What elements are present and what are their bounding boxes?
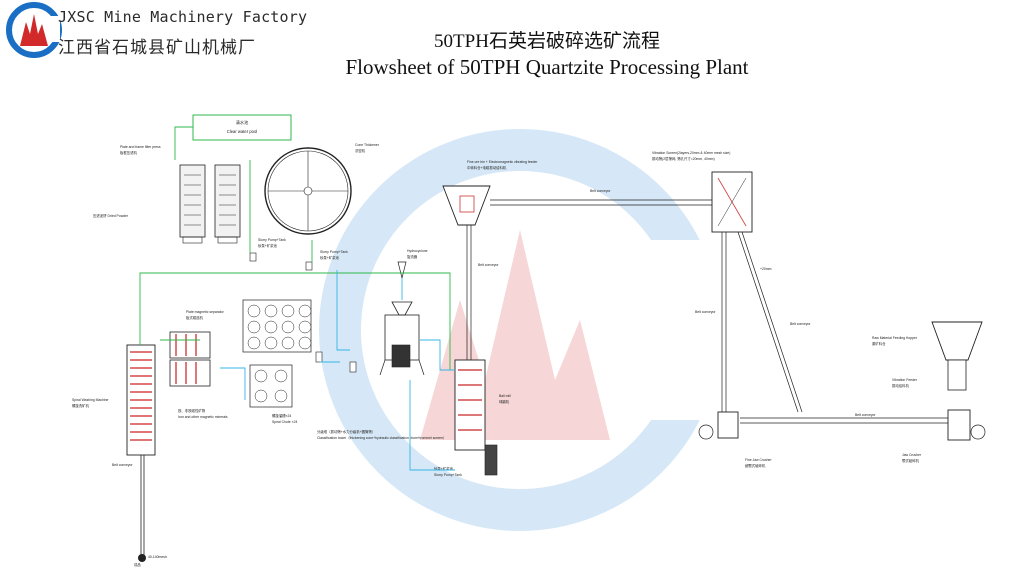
slurry-pump-c-en: Slurry Pump+Tank <box>434 473 462 477</box>
logo-flame <box>20 14 48 46</box>
spiral-washing-machine-en: Spiral Washing Machine <box>72 398 109 402</box>
ball-mill-cn: 球磨机 <box>499 399 510 404</box>
plate-magnetic-separator-en: Plate magnetic separator <box>186 310 225 314</box>
fine-jaw-crusher-cn: 细颚式破碎机 <box>745 463 766 468</box>
final-product-pile <box>138 554 146 562</box>
clear-water-pool: 清水池 Clear water pool <box>192 114 292 141</box>
clear-water-pool-cn: 清水池 <box>236 119 249 126</box>
fine-jaw-crusher: Fine Jaw Crusher 细颚式破碎机 <box>698 411 772 468</box>
spiral-washing-machine: Spiral Washing Machine 螺旋洗矿机 <box>72 344 156 456</box>
spiral-washing-machine-cn: 螺旋洗矿机 <box>72 403 90 408</box>
cone-thickener-cn: 浓密机 <box>355 148 366 153</box>
product-belt-label: Belt conveyor <box>112 463 133 467</box>
size-label: +20mm <box>760 267 772 271</box>
ball-mill: Ball mill 球磨机 <box>454 359 511 476</box>
jaw-crusher: Jaw Crusher 颚式破碎机 <box>902 409 986 463</box>
slurry-pump-c-cn: 砂泵+矿浆池 <box>434 466 454 471</box>
clear-water-pool-en: Clear water pool <box>227 129 258 134</box>
classification-tower: 分级塔（振动筛+水力分级机+圆筒筛） Classification tower（… <box>317 301 446 440</box>
company-logo <box>6 2 62 58</box>
raw-material-hopper-en: Raw Material Feeding Hopper <box>872 336 918 340</box>
top-belt-conveyor <box>490 199 712 206</box>
dried-powder-label: 压滤泥饼 Dried Powder <box>93 213 129 218</box>
classification-tower-cn: 分级塔（振动筛+水力分级机+圆筒筛） <box>317 429 375 434</box>
hydrocyclone-en: Hydrocyclone <box>407 249 428 253</box>
return-belt-conveyors <box>721 231 948 424</box>
slurry-pump-a-en: Slurry Pump+Tank <box>258 238 286 242</box>
title-cn: 50TPH石英岩破碎选矿流程 <box>434 31 660 52</box>
title-en: Flowsheet of 50TPH Quartzite Processing … <box>345 55 749 79</box>
slurry-pump-b <box>305 261 313 271</box>
hydrocyclone-cn: 旋流器 <box>407 254 418 259</box>
jaw-crusher-en: Jaw Crusher <box>902 453 922 457</box>
top-belt-label: Belt conveyor <box>590 189 611 193</box>
slurry-pump-d-small <box>349 361 357 373</box>
fine-jaw-crusher-en: Fine Jaw Crusher <box>745 458 772 462</box>
vibrating-screen-en: Vibration Screen(2layers,20mm & 40mm mes… <box>652 151 730 155</box>
raw-material-hopper-cn: 原矿料仓 <box>872 341 886 346</box>
final-product-cn: 成品 <box>134 562 141 567</box>
raw-material-hopper: Raw Material Feeding Hopper 原矿料仓 Vibrati… <box>872 321 983 391</box>
plate-magnetic-separator: Plate magnetic separator 板式磁选机 铁、非铁磁性矿物 … <box>169 310 228 419</box>
final-product-en: 40-140mesh <box>148 555 167 559</box>
spiral-chute-units <box>247 304 312 403</box>
plate-magnetic-separator-cn: 板式磁选机 <box>186 315 204 320</box>
filter-press: Plate and frame filter press 板框压滤机 压滤泥饼 … <box>93 145 241 244</box>
bottom-belt-label: Belt conveyor <box>855 413 876 417</box>
slurry-pipelines <box>220 270 455 471</box>
jaw-crusher-cn: 颚式破碎机 <box>902 458 920 463</box>
fine-ore-bin: Fine ore bin + Electromagnetic vibrating… <box>442 160 538 226</box>
vibrating-screen-cn: 振动筛(2层筛网, 筛孔尺寸<20mm, 40mm) <box>652 156 715 161</box>
magnetic-minerals-en: Iron and other magnetic minerals <box>178 415 228 419</box>
slurry-pump-a-cn: 砂泵+矿浆池 <box>258 243 278 248</box>
hydrocyclone <box>397 261 407 279</box>
cone-thickener-en: Cone Thickener <box>355 143 380 147</box>
slurry-pump-b-en: Slurry Pump+Tank <box>320 250 348 254</box>
watermark-logo <box>319 129 730 531</box>
spiral-chute-en: Spiral Chute ×24 <box>272 420 297 424</box>
slurry-pump-b-cn: 砂泵+矿浆池 <box>320 255 340 260</box>
fine-ore-bin-en: Fine ore bin + Electromagnetic vibrating… <box>467 160 538 164</box>
company-name-cn: 江西省石城县矿山机械厂 <box>58 38 256 58</box>
company-name-en: JXSC Mine Machinery Factory <box>58 8 308 26</box>
ball-mill-belt-label: Belt conveyor <box>478 263 499 267</box>
vibration-feeder-en: Vibration Feeder <box>892 378 918 382</box>
water-pipelines <box>139 126 451 370</box>
left-belt-label: Belt conveyor <box>695 310 716 314</box>
vibration-feeder-cn: 振动给料机 <box>892 383 910 388</box>
slurry-pump-c-small <box>315 351 323 363</box>
vibrating-screen: Vibration Screen(2layers,20mm & 40mm mes… <box>652 151 753 233</box>
cone-thickener: Cone Thickener 浓密机 <box>264 143 380 235</box>
filter-press-en: Plate and frame filter press <box>120 145 161 149</box>
filter-press-cn: 板框压滤机 <box>120 150 138 155</box>
diagonal-belt-label: Belt conveyor <box>790 322 811 326</box>
ball-mill-en: Ball mill <box>499 394 511 398</box>
magnetic-minerals-cn: 铁、非铁磁性矿物 <box>178 408 206 413</box>
classification-tower-en: Classification tower（thickening cone+hyd… <box>317 435 446 440</box>
slurry-pump-a <box>249 252 257 262</box>
fine-ore-bin-cn: 中转料仓+电磁振动给料机 <box>467 165 507 170</box>
spiral-chute-cn: 螺旋溜槽×24 <box>272 413 291 418</box>
